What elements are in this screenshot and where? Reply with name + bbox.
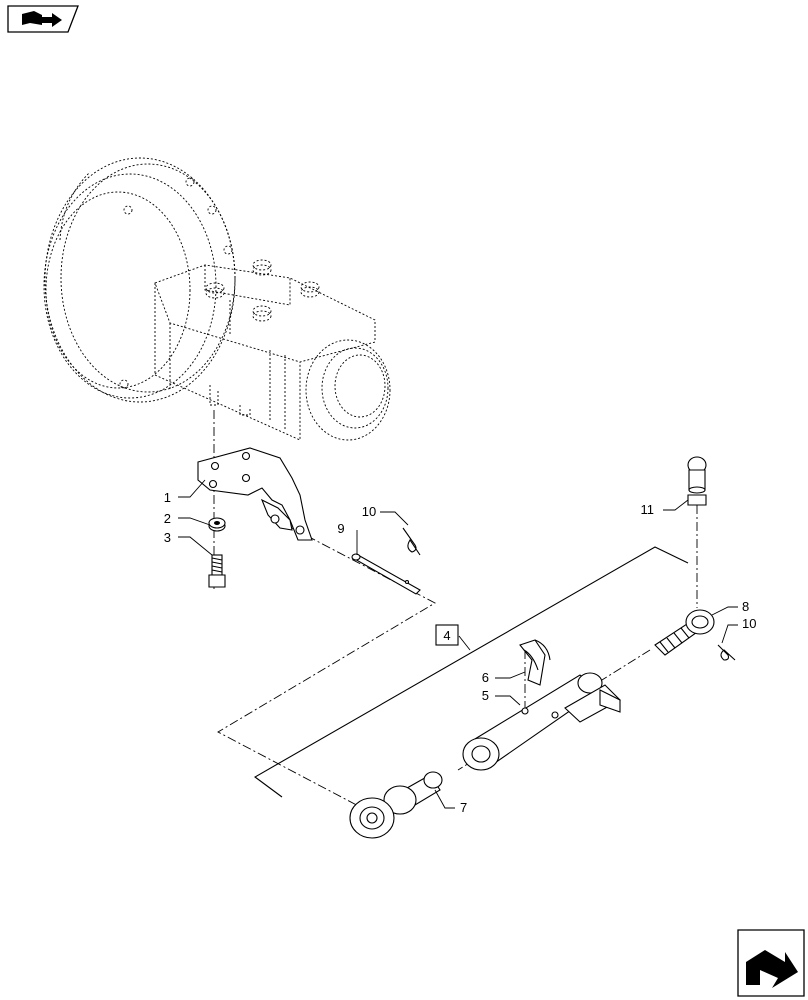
book-arrow-icon[interactable] [7, 5, 79, 33]
tube-part-5 [462, 672, 621, 771]
housing-reference [43, 157, 391, 441]
callout-6: 6 [482, 670, 489, 685]
next-page-arrow-icon[interactable] [737, 929, 805, 997]
leader-lines [178, 479, 738, 809]
end-rod-part-7 [349, 771, 443, 839]
callout-3: 3 [164, 530, 171, 545]
callout-11: 11 [641, 502, 655, 517]
spring-clip-part-6 [519, 639, 551, 686]
clip-part-10-lower [717, 644, 736, 661]
eye-bolt-part-8 [654, 609, 715, 656]
callout-9: 9 [337, 521, 344, 536]
bolt-part-3 [208, 554, 226, 588]
assembly-outline [253, 546, 689, 798]
callout-4: 4 [443, 628, 450, 643]
washer-part-2 [208, 517, 226, 532]
bracket-part-1 [197, 447, 313, 541]
callout-2: 2 [164, 511, 171, 526]
callout-10-upper: 10 [362, 504, 376, 519]
callout-8: 8 [742, 599, 749, 614]
callout-5: 5 [482, 688, 489, 703]
callout-1: 1 [164, 490, 171, 505]
clip-part-10-upper [402, 527, 421, 556]
pin-part-11 [687, 456, 707, 506]
callout-10-lower: 10 [742, 616, 756, 631]
callout-4-box: 4 [435, 624, 459, 646]
pin-part-9 [351, 553, 421, 595]
callout-7: 7 [460, 800, 467, 815]
